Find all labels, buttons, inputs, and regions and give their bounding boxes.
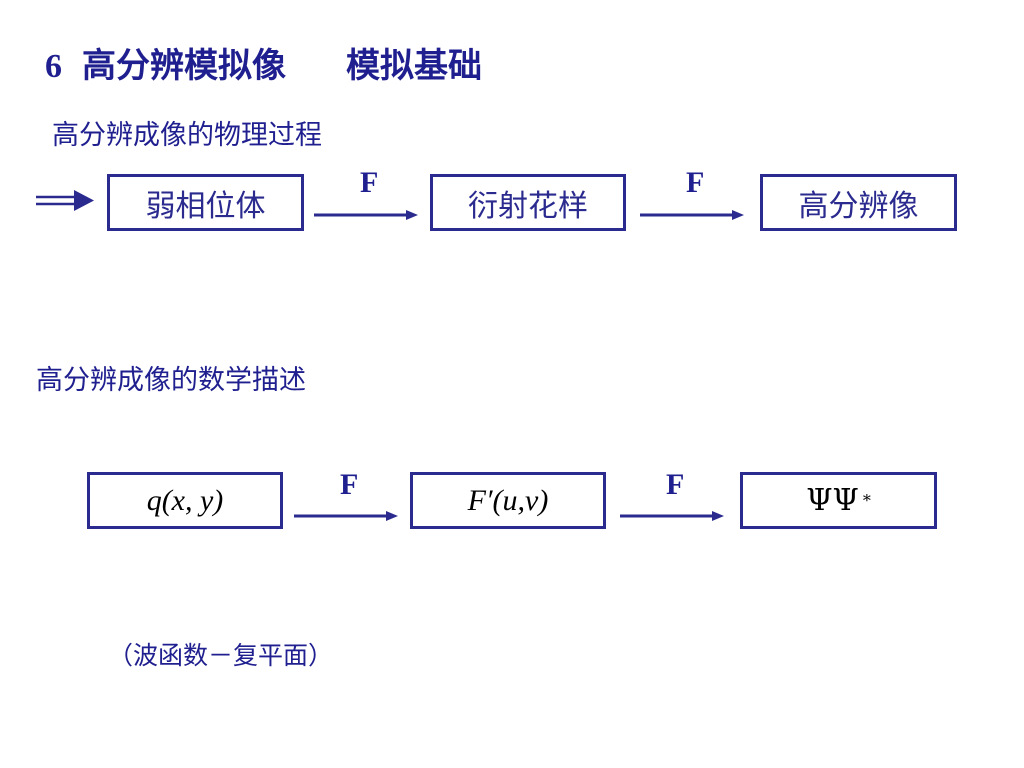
arrow-right-icon [640,210,744,220]
flow-box-hr-image: 高分辨像 [760,174,957,231]
conjugate-superscript: * [862,491,871,510]
box-formula: q(x, y) [146,483,224,517]
slide-title: 6 高分辨模拟像 模拟基础 [45,38,482,87]
section2-heading: 高分辨成像的数学描述 [36,365,306,396]
flow-box-weak-phase-object: 弱相位体 [107,174,304,231]
fourier-label: F [686,166,705,199]
box-label: 衍射花样 [468,188,588,224]
flow-box-diffraction-pattern: 衍射花样 [430,174,626,231]
box-formula: F′(u,v) [467,483,549,517]
section1-heading: 高分辨成像的物理过程 [52,120,322,151]
arrow-right-icon [620,511,724,521]
title-sub: 模拟基础 [346,46,482,86]
math-box-object-function: q(x, y) [87,472,283,529]
arrow-right-icon [314,210,418,220]
fourier-label: F [360,166,379,199]
double-arrow-icon [36,190,94,211]
math-box-fourier-transform: F′(u,v) [410,472,606,529]
box-label: 弱相位体 [145,188,266,224]
slide-number: 6 [45,48,62,85]
box-formula: ΨΨ [806,483,859,518]
fourier-label: F [340,468,359,501]
math-box-intensity: ΨΨ* [740,472,937,529]
wave-function-note: （波函数－复平面） [108,641,334,670]
arrow-right-icon [294,511,398,521]
title-main: 高分辨模拟像 [82,46,286,86]
fourier-label: F [666,468,685,501]
box-label: 高分辨像 [798,188,919,224]
